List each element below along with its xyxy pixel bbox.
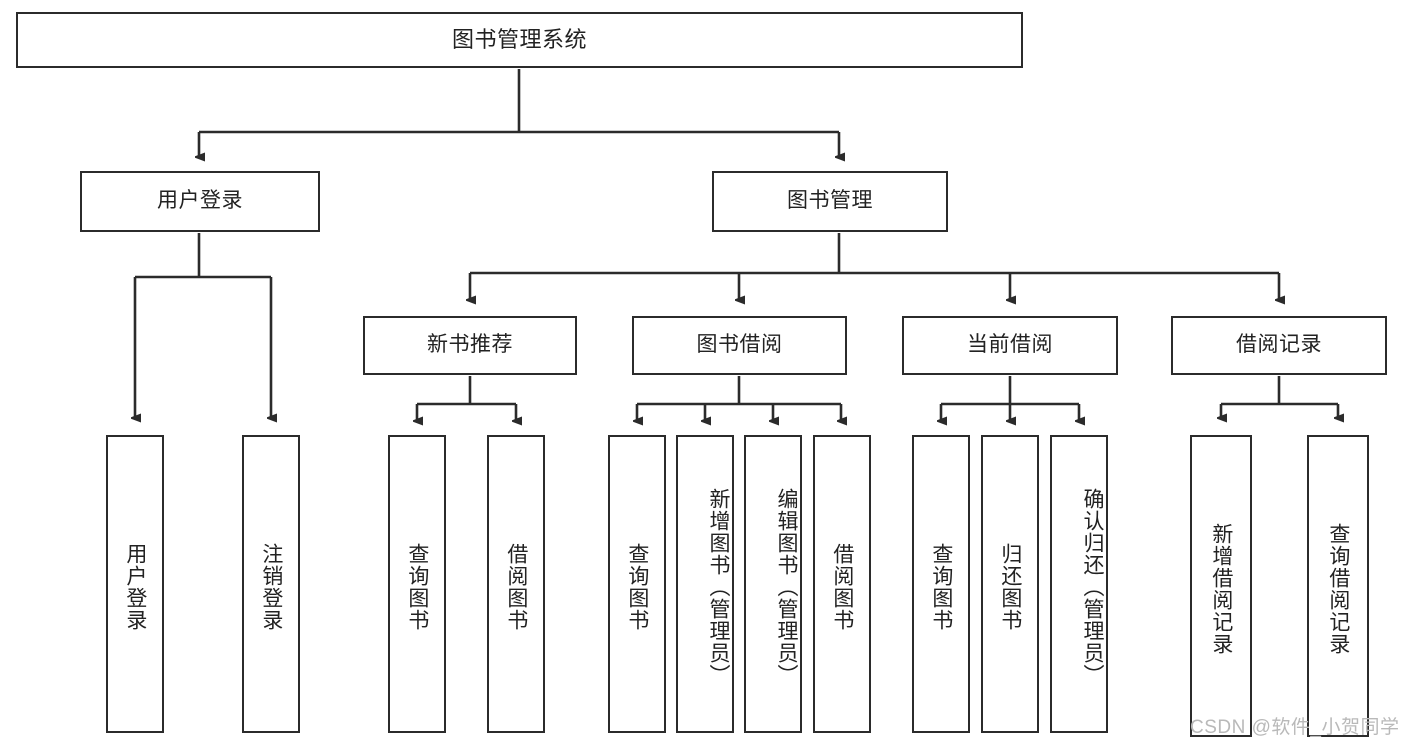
leaf-label: 借阅图书 xyxy=(504,543,528,631)
leaf-query-book-current[interactable]: 查询图书 xyxy=(912,435,970,733)
leaf-add-borrow-record[interactable]: 新增借阅记录 xyxy=(1190,435,1252,737)
node-current-borrow[interactable]: 当前借阅 xyxy=(902,316,1118,375)
leaf-label: 编辑图书（管理员） xyxy=(775,488,798,686)
leaf-label: 查询图书 xyxy=(929,543,953,631)
node-book-borrow[interactable]: 图书借阅 xyxy=(632,316,847,375)
leaf-label: 用户登录 xyxy=(123,543,147,631)
leaf-label: 查询借阅记录 xyxy=(1326,523,1350,655)
leaf-label: 确认归还（管理员） xyxy=(1081,488,1104,686)
leaf-confirm-return-admin[interactable]: 确认归还（管理员） xyxy=(1050,435,1108,733)
node-new-book-recommend[interactable]: 新书推荐 xyxy=(363,316,577,375)
node-borrow-record[interactable]: 借阅记录 xyxy=(1171,316,1387,375)
leaf-label: 新增借阅记录 xyxy=(1209,523,1233,655)
csdn-watermark: CSDN @软件_小贺同学 xyxy=(1190,717,1400,738)
leaf-query-book-recommend[interactable]: 查询图书 xyxy=(388,435,446,733)
leaf-label: 借阅图书 xyxy=(830,543,854,631)
leaf-user-logout[interactable]: 注销登录 xyxy=(242,435,300,733)
leaf-add-book-admin[interactable]: 新增图书（管理员） xyxy=(676,435,734,733)
leaf-user-login[interactable]: 用户登录 xyxy=(106,435,164,733)
leaf-query-book-borrow[interactable]: 查询图书 xyxy=(608,435,666,733)
leaf-edit-book-admin[interactable]: 编辑图书（管理员） xyxy=(744,435,802,733)
node-book-management[interactable]: 图书管理 xyxy=(712,171,948,232)
leaf-label: 归还图书 xyxy=(998,543,1022,631)
leaf-borrow-book[interactable]: 借阅图书 xyxy=(813,435,871,733)
leaf-label: 查询图书 xyxy=(405,543,429,631)
node-user-login[interactable]: 用户登录 xyxy=(80,171,320,232)
leaf-borrow-book-recommend[interactable]: 借阅图书 xyxy=(487,435,545,733)
leaf-label: 注销登录 xyxy=(259,543,283,631)
leaf-query-borrow-record[interactable]: 查询借阅记录 xyxy=(1307,435,1369,737)
leaf-label: 查询图书 xyxy=(625,543,649,631)
leaf-label: 新增图书（管理员） xyxy=(707,488,730,686)
node-root-system[interactable]: 图书管理系统 xyxy=(16,12,1023,68)
leaf-return-book[interactable]: 归还图书 xyxy=(981,435,1039,733)
